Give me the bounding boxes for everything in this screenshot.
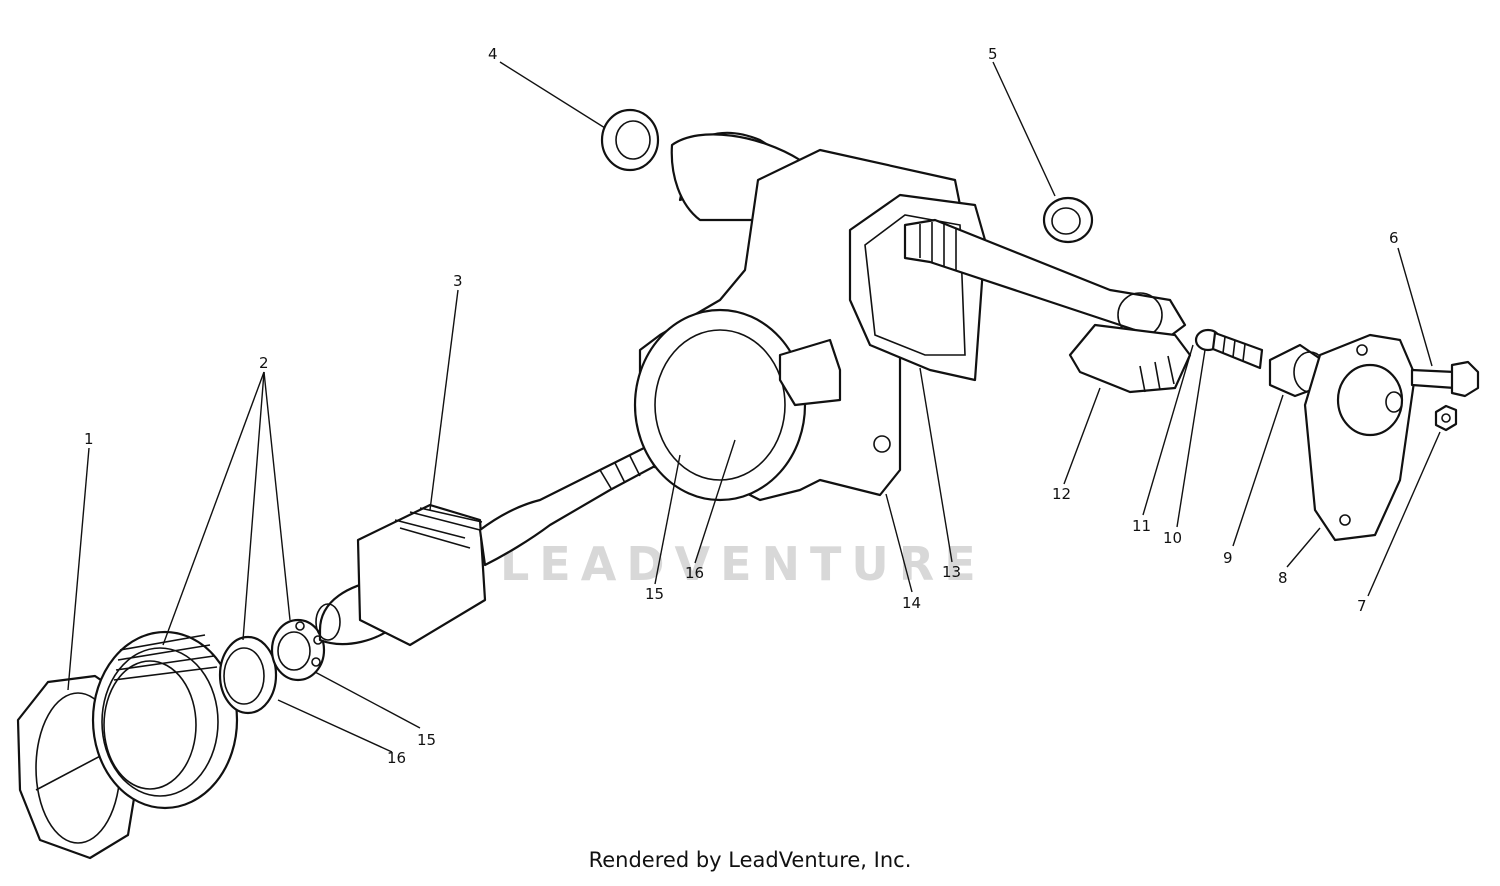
- credit-footer: Rendered by LeadVenture, Inc.: [588, 848, 912, 872]
- part-2-threaded-collar: [91, 630, 239, 810]
- part-3-worm-shaft: [315, 438, 672, 647]
- callout-5: 5: [988, 45, 998, 63]
- callout-6: 6: [1389, 229, 1399, 247]
- callout-13: 13: [942, 563, 961, 581]
- callout-11: 11: [1132, 517, 1151, 535]
- callout-labels: 1 2 3 4 5 6 7 8 9 10 11 12 13 14 15 16 1…: [84, 45, 1399, 767]
- part-10-screw: [1194, 328, 1264, 370]
- callout-4: 4: [488, 45, 498, 63]
- part-8-cover-plate: [1303, 333, 1417, 542]
- callout-7: 7: [1357, 597, 1367, 615]
- part-4-seal: [600, 108, 660, 172]
- callout-10: 10: [1163, 529, 1182, 547]
- part-15-bearing-cone-lower: [270, 618, 326, 682]
- callout-8: 8: [1278, 569, 1288, 587]
- part-7-nut: [1434, 404, 1458, 432]
- callout-15-upper: 15: [645, 585, 664, 603]
- callout-3: 3: [453, 272, 463, 290]
- callout-9: 9: [1223, 549, 1233, 567]
- callout-15-lower: 15: [417, 731, 436, 749]
- part-12-shift-sector: [1068, 323, 1192, 394]
- callout-16-upper: 16: [685, 564, 704, 582]
- callout-14: 14: [902, 594, 921, 612]
- part-5-seal: [1042, 196, 1094, 244]
- part-13-output-shaft: [903, 218, 1187, 342]
- callout-1: 1: [84, 430, 94, 448]
- leader-lines: [67, 61, 1441, 753]
- watermark: LEADVENTURE: [500, 537, 986, 591]
- part-6-bolt: [1410, 360, 1480, 398]
- callout-2: 2: [259, 354, 269, 372]
- callout-12: 12: [1052, 485, 1071, 503]
- callout-16-lower: 16: [387, 749, 406, 767]
- part-16-bearing-cup-lower: [218, 635, 278, 715]
- part-14-gear-housing: [633, 131, 987, 502]
